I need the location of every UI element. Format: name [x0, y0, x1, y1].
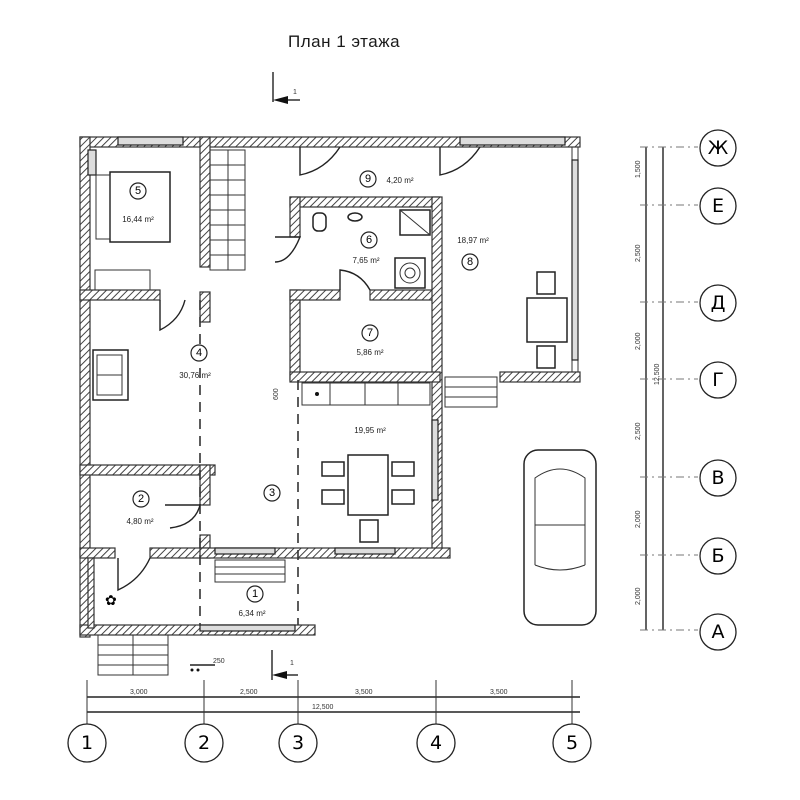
svg-text:2: 2: [198, 732, 210, 754]
section-mark-bottom: 1: [271, 650, 298, 680]
svg-text:19,95 m²: 19,95 m²: [354, 426, 386, 435]
svg-text:1: 1: [81, 732, 93, 754]
svg-text:4: 4: [430, 732, 442, 754]
svg-text:В: В: [711, 467, 724, 489]
bathroom-fixtures: [312, 209, 431, 289]
svg-text:А: А: [712, 621, 725, 643]
svg-text:Б: Б: [711, 545, 724, 567]
axis-e: Е: [699, 187, 737, 225]
axis-4: 4: [416, 723, 456, 763]
entry-steps: [97, 634, 169, 676]
fireplace: [92, 349, 129, 401]
porch-steps: [214, 559, 286, 583]
svg-text:2,500: 2,500: [635, 422, 642, 440]
svg-text:12,500: 12,500: [654, 363, 661, 385]
windows: [87, 136, 579, 632]
svg-text:3: 3: [269, 487, 275, 499]
svg-text:2: 2: [138, 493, 144, 505]
axis-5: 5: [552, 723, 592, 763]
svg-text:1: 1: [290, 660, 294, 667]
svg-text:2,000: 2,000: [635, 332, 642, 350]
wardrobe: [94, 269, 151, 291]
svg-text:4,80 m²: 4,80 m²: [126, 517, 153, 526]
svg-text:12,500: 12,500: [312, 704, 334, 711]
svg-text:1: 1: [293, 89, 297, 96]
room-1-label: 1 6,34 m²: [238, 585, 266, 618]
right-dimensions: 1,500 2,500 2,000 2,500 2,000 2,000 12,5…: [635, 146, 698, 631]
svg-text:4: 4: [196, 347, 202, 359]
axis-v: В: [699, 459, 737, 497]
room-7-label: 7 5,86 m²: [356, 324, 384, 357]
room-9-label: 9 4,20 m²: [359, 170, 414, 188]
svg-text:3,500: 3,500: [355, 689, 373, 696]
svg-text:600: 600: [273, 388, 280, 400]
axis-3: 3: [278, 723, 318, 763]
axis-a: А: [699, 613, 737, 651]
kitchen-counter: [301, 382, 431, 406]
svg-text:6,34 m²: 6,34 m²: [238, 609, 265, 618]
doors: [117, 146, 481, 592]
car-icon: [523, 449, 597, 626]
svg-text:3: 3: [292, 732, 304, 754]
svg-text:3,500: 3,500: [490, 689, 508, 696]
svg-text:2,500: 2,500: [635, 244, 642, 262]
walls: [79, 136, 581, 638]
svg-text:Г: Г: [712, 369, 724, 391]
terrace-steps: [444, 376, 498, 408]
svg-text:16,44 m²: 16,44 m²: [122, 215, 154, 224]
svg-text:2,000: 2,000: [635, 510, 642, 528]
room-8-label: 8 18,97 m²: [457, 236, 489, 271]
svg-text:5: 5: [566, 732, 578, 754]
svg-text:18,97 m²: 18,97 m²: [457, 236, 489, 245]
svg-text:5: 5: [135, 185, 141, 197]
bottom-dimensions: 3,000 2,500 3,500 3,500 12,500: [86, 680, 580, 725]
svg-text:250: 250: [213, 658, 225, 665]
terrace-table: [526, 271, 568, 369]
svg-text:1,500: 1,500: [635, 160, 642, 178]
bed: [95, 171, 171, 243]
axis-1: 1: [67, 723, 107, 763]
dining-table: [321, 454, 415, 543]
svg-text:5,86 m²: 5,86 m²: [356, 348, 383, 357]
axis-b: Б: [699, 537, 737, 575]
svg-text:1: 1: [252, 588, 258, 600]
axis-2: 2: [184, 723, 224, 763]
svg-text:Ж: Ж: [708, 137, 729, 159]
svg-text:6: 6: [366, 234, 372, 246]
svg-text:7: 7: [367, 327, 373, 339]
room-2-label: 2 4,80 m²: [126, 490, 154, 526]
axis-zh: Ж: [699, 129, 737, 167]
axis-d: Д: [699, 284, 737, 322]
room-5-label: 5 16,44 m²: [122, 182, 154, 224]
axis-g: Г: [699, 361, 737, 399]
svg-text:3,000: 3,000: [130, 689, 148, 696]
svg-text:2,000: 2,000: [635, 587, 642, 605]
svg-text:Е: Е: [712, 195, 724, 217]
svg-text:Д: Д: [711, 292, 726, 314]
svg-text:9: 9: [365, 173, 371, 185]
svg-text:7,65 m²: 7,65 m²: [352, 256, 379, 265]
room-6-label: 6 7,65 m²: [352, 231, 380, 265]
svg-text:4,20 m²: 4,20 m²: [386, 176, 413, 185]
svg-text:30,76 m²: 30,76 m²: [179, 371, 211, 380]
svg-text:2,500: 2,500: [240, 689, 258, 696]
room-3-label: 3 19,95 m²: [263, 426, 386, 502]
svg-text:8: 8: [467, 256, 473, 268]
room-4-label: 4 30,76 m²: [179, 344, 211, 380]
plan-title: План 1 этажа: [288, 32, 401, 51]
plant-icon: ✿: [105, 592, 117, 608]
section-mark-top: 1: [272, 72, 300, 104]
staircase-interior: [209, 149, 246, 271]
